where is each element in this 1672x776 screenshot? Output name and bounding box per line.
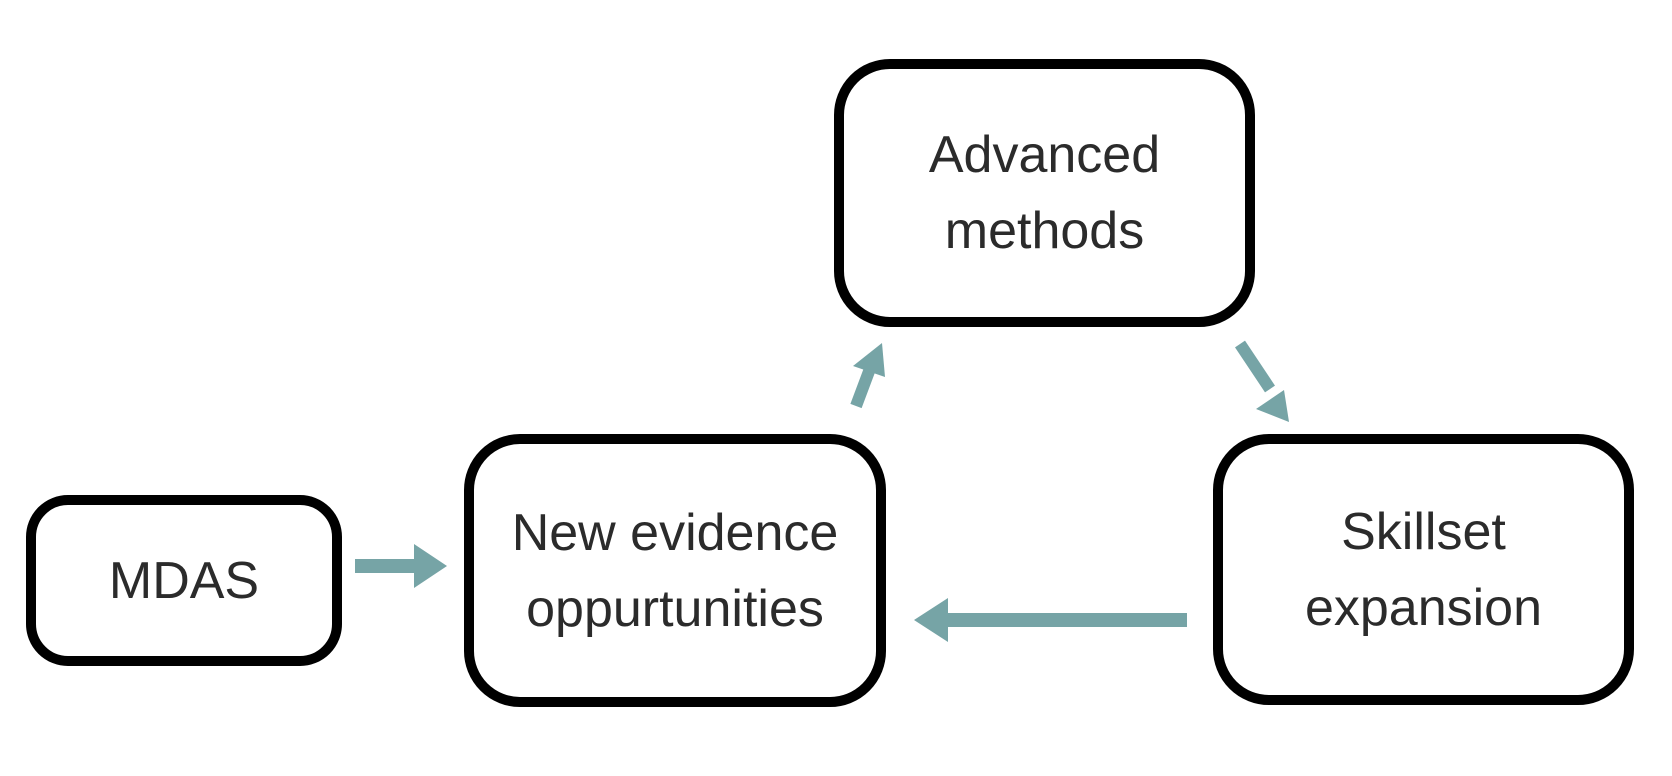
arrow-advanced-to-skillset-shaft [1235, 340, 1275, 393]
arrow-advanced-to-skillset-head [1256, 390, 1289, 422]
node-skillset-expansion: Skillset expansion [1213, 434, 1634, 705]
node-advanced-line-2: methods [944, 202, 1145, 260]
arrow-evidence-to-advanced-head [853, 343, 885, 377]
node-mdas-line-1: MDAS [108, 551, 260, 610]
node-new-evidence-oppurtunities: New evidence oppurtunities [464, 434, 886, 707]
arrow-evidence-to-advanced [850, 343, 885, 409]
node-advanced-text: Advanced methods [929, 117, 1160, 269]
arrow-evidence-to-advanced-shaft [850, 363, 877, 409]
arrow-skillset-to-evidence [914, 598, 1187, 642]
arrow-mdas-to-evidence [355, 544, 447, 588]
node-evidence-line-1: New evidence [511, 503, 839, 562]
node-advanced-methods: Advanced methods [834, 59, 1255, 327]
arrow-mdas-to-evidence-head [414, 544, 447, 588]
arrow-skillset-to-evidence-head [914, 598, 948, 642]
node-mdas: MDAS [26, 495, 342, 666]
node-mdas-text: MDAS [109, 543, 259, 619]
node-skillset-text: Skillset expansion [1305, 494, 1542, 646]
node-advanced-line-1: Advanced [928, 126, 1161, 184]
node-evidence-line-2: oppurtunities [526, 579, 824, 638]
node-evidence-text: New evidence oppurtunities [512, 495, 839, 647]
node-skillset-line-2: expansion [1304, 578, 1543, 637]
node-skillset-line-1: Skillset [1341, 502, 1506, 561]
arrow-advanced-to-skillset [1235, 340, 1289, 422]
